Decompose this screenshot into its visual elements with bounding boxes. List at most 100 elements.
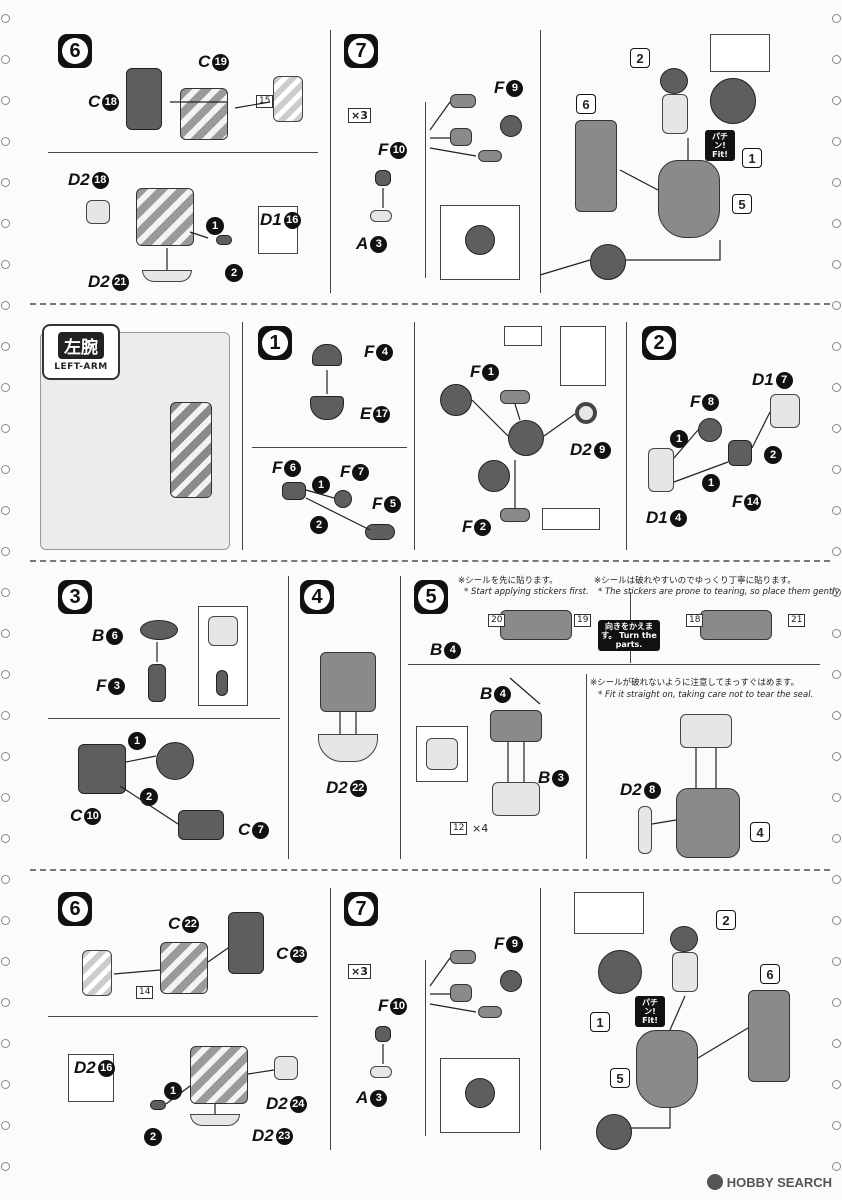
part-armor-assembled	[190, 1046, 248, 1104]
step-number-2: 2	[642, 326, 676, 360]
note-gentle-jp: ※シールは破れやすいのでゆっくり丁寧に貼ります。	[594, 576, 796, 586]
binder-hole	[1, 137, 10, 146]
part-armor-assembled	[136, 188, 194, 246]
part-b3	[492, 782, 540, 816]
part-elbow-joint	[670, 926, 698, 952]
badge-2: 2	[225, 264, 243, 282]
binder-hole	[1, 465, 10, 474]
multiplier: ×3	[348, 964, 371, 979]
binder-hole	[832, 1121, 841, 1130]
detail-box	[710, 34, 770, 72]
binder-hole	[1, 588, 10, 597]
callout-4: 4	[750, 822, 770, 842]
binder-hole	[1, 547, 10, 556]
sticker-number: 15	[256, 95, 274, 108]
binder-hole	[1, 55, 10, 64]
binder-hole	[1, 711, 10, 720]
callout-1: 1	[590, 1012, 610, 1032]
part-a3	[370, 1066, 392, 1078]
divider	[540, 888, 541, 1150]
part-b6	[140, 620, 178, 640]
step-number-7: 7	[344, 34, 378, 68]
part-f9-b	[500, 115, 522, 137]
part-shoulder-armor	[575, 120, 617, 212]
part-f9-c	[450, 128, 472, 146]
part-claw-assembled	[465, 1078, 495, 1108]
binder-hole	[832, 1080, 841, 1089]
badge-1: 1	[164, 1082, 182, 1100]
binder-hole	[832, 547, 841, 556]
binder-hole	[832, 1039, 841, 1048]
part-elbow-joint	[660, 68, 688, 94]
binder-hole	[1, 219, 10, 228]
callout-2: 2	[716, 910, 736, 930]
badge-1: 1	[128, 732, 146, 750]
step-number-5: 5	[414, 580, 448, 614]
divider	[242, 322, 243, 550]
binder-hole	[832, 629, 841, 638]
binder-hole	[1, 178, 10, 187]
binder-hole	[832, 670, 841, 679]
part-upper-assembly	[320, 652, 376, 712]
detail-box	[542, 508, 600, 530]
part-curved-plate	[142, 270, 192, 282]
binder-hole	[832, 55, 841, 64]
binder-hole	[1, 1121, 10, 1130]
binder-hole	[832, 342, 841, 351]
binder-hole	[1, 957, 10, 966]
part-upper-arm	[662, 94, 688, 134]
binder-hole	[1, 916, 10, 925]
part-curved-plate	[190, 1114, 240, 1126]
part-b4-view-a	[500, 610, 572, 640]
sticker-18: 18	[686, 614, 704, 627]
part-ball-lower	[478, 460, 510, 492]
binder-hole	[1, 998, 10, 1007]
part-c10	[78, 744, 126, 794]
part-ring	[575, 402, 597, 424]
part-forearm-ball	[710, 78, 756, 124]
binder-hole	[832, 178, 841, 187]
divider	[586, 674, 587, 859]
binder-hole	[832, 998, 841, 1007]
part-upper-arm	[672, 952, 698, 992]
part-cap	[680, 714, 732, 748]
step-number-4: 4	[300, 580, 334, 614]
fit-tag: パチン! Fit!	[705, 130, 735, 161]
detail-box	[574, 892, 644, 934]
sticker-12: 12	[450, 822, 468, 835]
divider	[48, 1016, 318, 1017]
part-b4	[490, 710, 542, 742]
binder-hole	[1, 834, 10, 843]
binder-hole	[1, 424, 10, 433]
sticker-20: 20	[488, 614, 506, 627]
note-gentle-en: * The stickers are prone to tearing, so …	[598, 587, 842, 597]
binder-hole	[832, 260, 841, 269]
callout-6: 6	[576, 94, 596, 114]
binder-hole	[832, 793, 841, 802]
binder-hole	[832, 1162, 841, 1171]
part-claw	[596, 1114, 632, 1150]
part-f2	[500, 508, 530, 522]
part-b4-view-b	[700, 610, 772, 640]
binder-hole	[832, 137, 841, 146]
part-f9-c	[450, 984, 472, 1002]
binder-hole	[1, 301, 10, 310]
